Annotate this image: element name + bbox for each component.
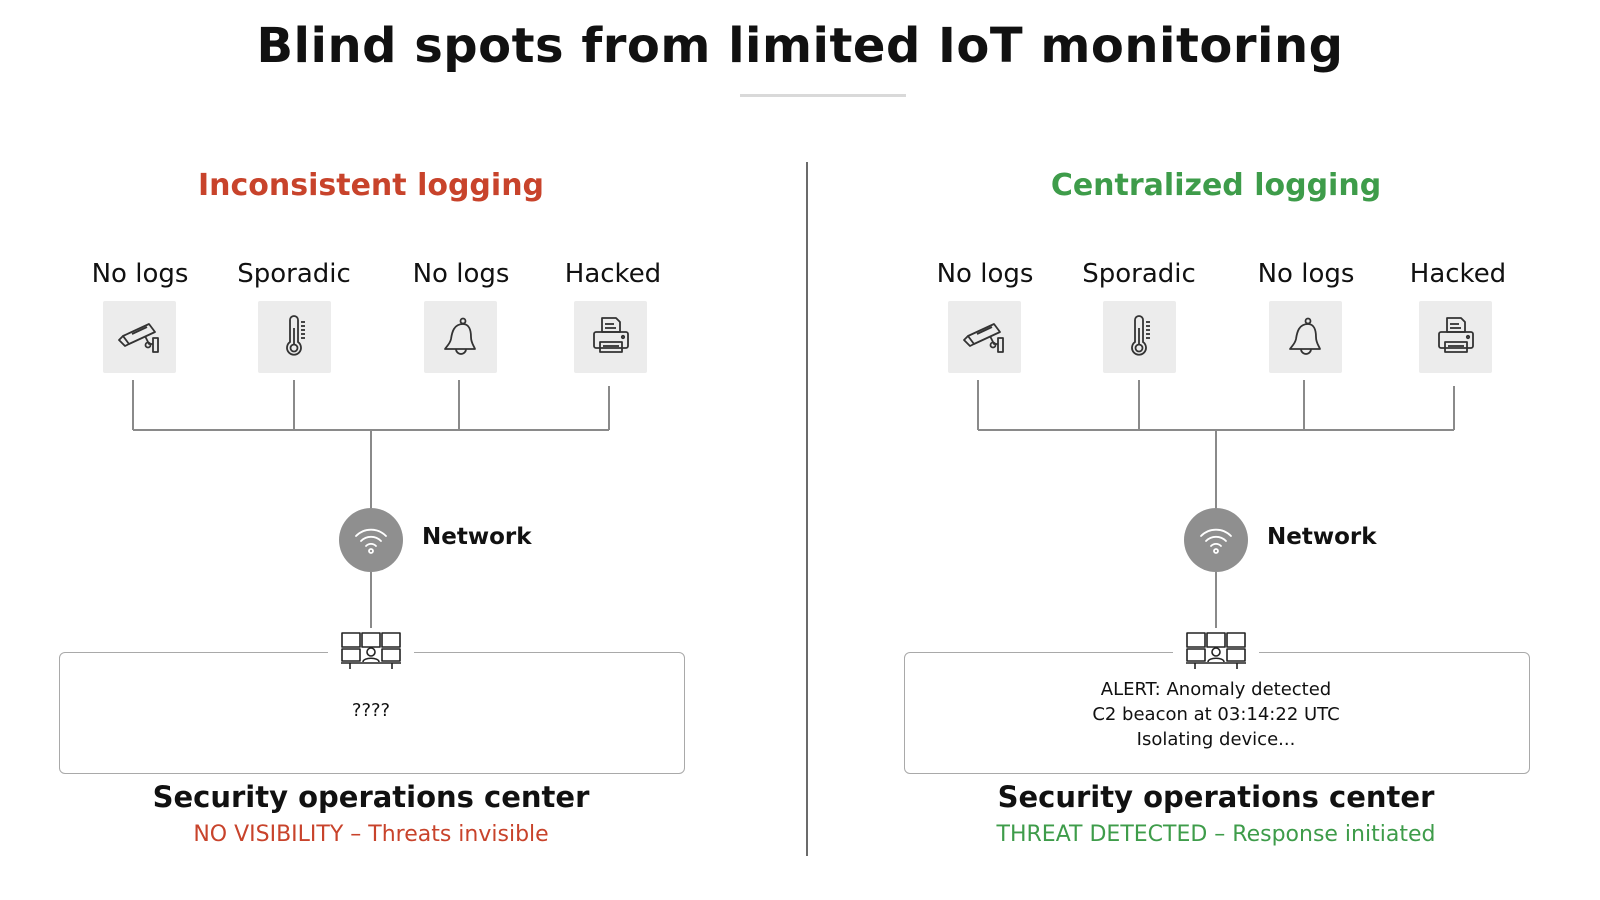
network-label: Network [422,524,532,550]
soc-status: NO VISIBILITY – Threats invisible [193,822,549,847]
device-thermometer [1103,301,1176,373]
device-printer [574,301,647,373]
device-alarm [424,301,497,373]
network-node [339,508,403,572]
panel-divider [806,162,808,856]
soc-screen-line: ALERT: Anomaly detected [1100,679,1332,700]
bell-icon [443,317,476,355]
monitoring-station-icon [341,632,401,669]
soc-title: Security operations center [997,780,1435,814]
soc-station [1173,628,1259,674]
bell-icon [1288,317,1321,355]
device-alarm [1269,301,1342,373]
network-label: Network [1267,524,1377,550]
printer-icon [592,317,629,353]
device-camera [948,301,1021,373]
soc-screen-text: ???? [59,698,683,723]
device-label: No logs [936,259,1034,289]
soc-station [328,628,414,674]
device-label: No logs [412,259,510,289]
monitoring-station-icon [1186,632,1246,669]
soc-screen-line: C2 beacon at 03:14:22 UTC [1092,704,1340,725]
connection-wires [977,380,1455,628]
device-camera [103,301,176,373]
device-label: No logs [91,259,189,289]
panel-heading: Centralized logging [1050,168,1382,203]
panel-inconsistent-logging: Inconsistent logging No logs Sporadic No… [59,168,685,847]
security-camera-icon [117,323,159,353]
thermometer-icon [1130,315,1150,356]
panel-heading: Inconsistent logging [197,168,545,203]
device-label: Hacked [1409,259,1507,289]
device-label: Hacked [564,259,662,289]
soc-screen-line: Isolating device... [1136,729,1296,750]
connection-wires [132,380,610,628]
panel-centralized-logging: Centralized logging No logs Sporadic No … [845,0,1600,900]
device-label: Sporadic [237,259,351,289]
device-thermometer [258,301,331,373]
device-label: No logs [1257,259,1355,289]
network-node [1184,508,1248,572]
soc-screen-line: ???? [351,700,391,721]
soc-title: Security operations center [152,780,590,814]
device-label: Sporadic [1082,259,1196,289]
wifi-icon [355,528,387,554]
page-title: Blind spots from limited IoT monitoring [256,18,1344,74]
device-printer [1419,301,1492,373]
printer-icon [1437,317,1474,353]
title-underline [740,94,906,97]
wifi-icon [1200,528,1232,554]
soc-screen-text: ALERT: Anomaly detected C2 beacon at 03:… [904,677,1528,752]
soc-status: THREAT DETECTED – Response initiated [996,822,1436,847]
security-camera-icon [962,323,1004,353]
thermometer-icon [285,315,305,356]
